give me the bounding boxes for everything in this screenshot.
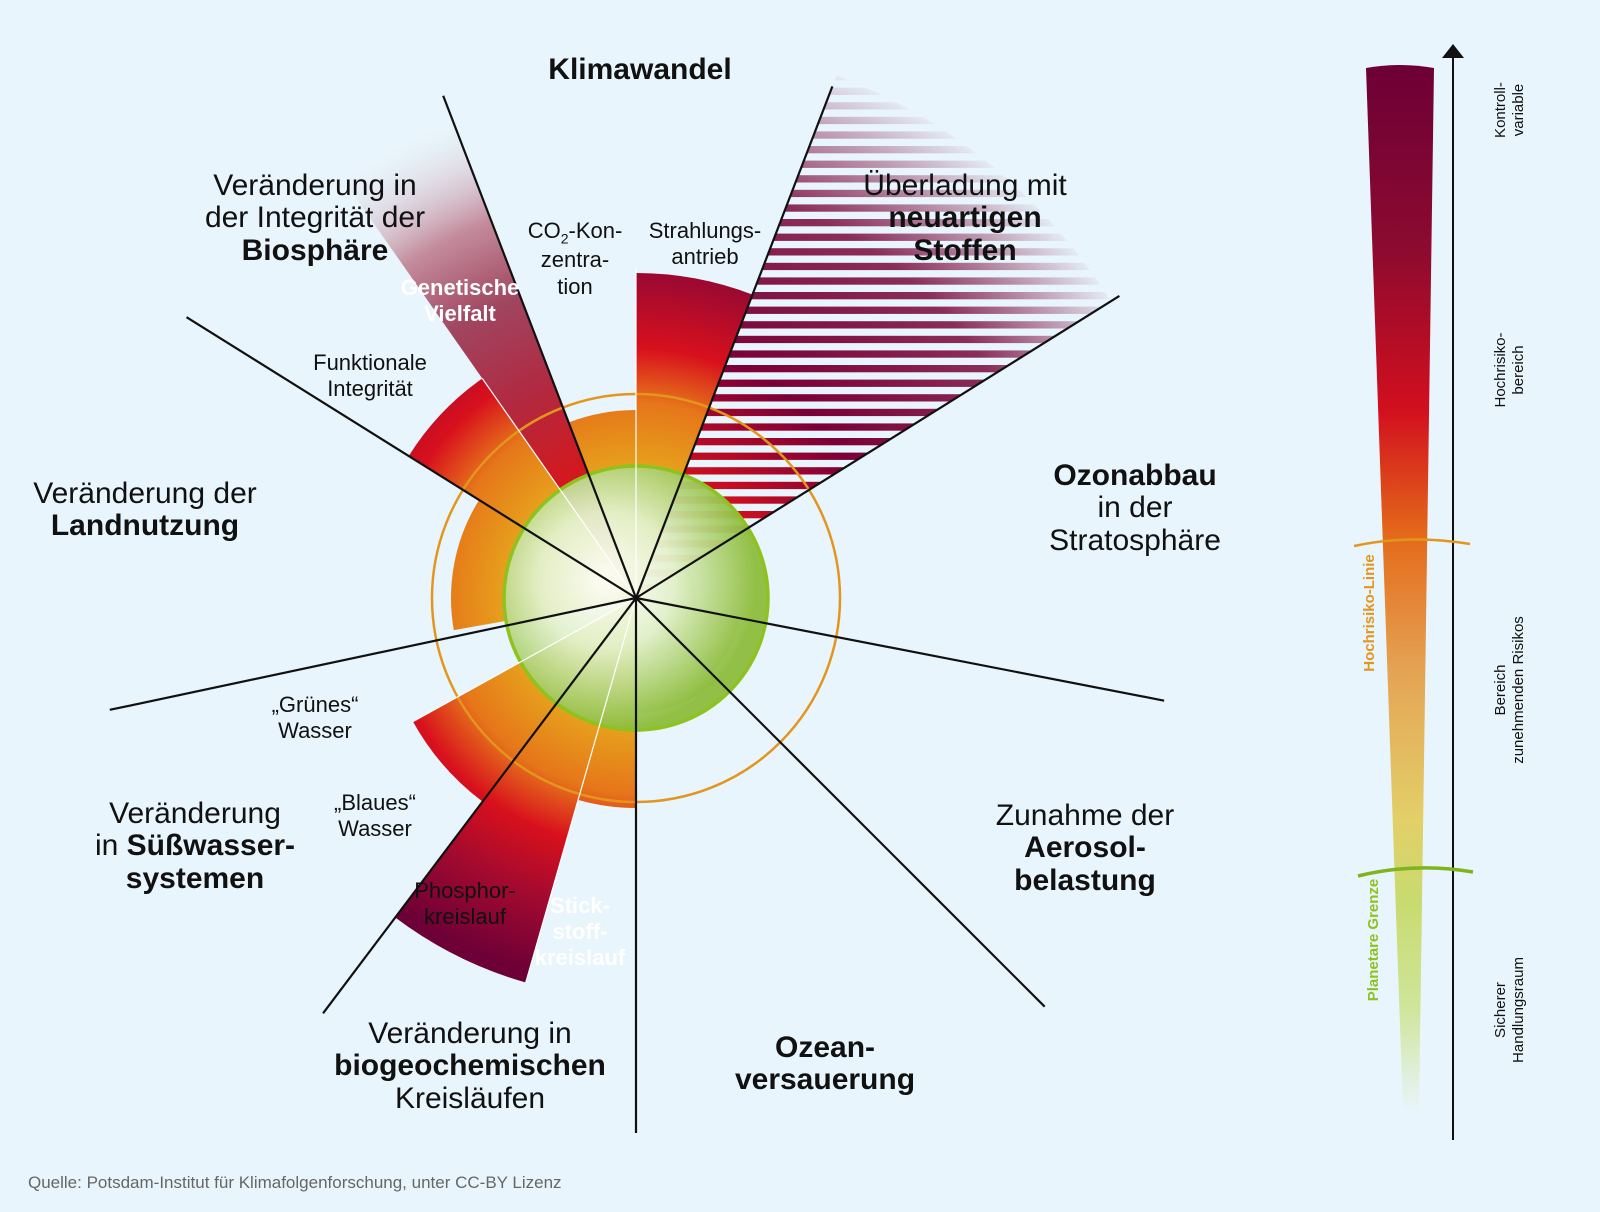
- sector-divider-line: [442, 95, 638, 599]
- source-credit: Quelle: Potsdam-Institut für Klimafolgen…: [28, 1173, 562, 1192]
- label-neuartige-stoffe: Überladung mit neuartigen Stoffen: [863, 169, 1067, 267]
- legend-label-planetare-grenze: Planetare Grenze: [1365, 878, 1382, 1002]
- sector-divider-line: [322, 597, 637, 1014]
- legend-label-sicherer-handlungsraum: Sicherer Handlungsraum: [1492, 957, 1527, 1063]
- label-ozeanversauerung: Ozean- versauerung: [734, 1031, 916, 1097]
- label-ozonabbau: Ozonabbau in der Stratosphäre: [1049, 459, 1221, 557]
- sublabel-genetische-vielfalt: Genetische Vielfalt: [400, 275, 520, 326]
- sector-divider-line: [635, 597, 1046, 1008]
- wedge-neuartige-stoffe: [636, 75, 1111, 599]
- sublabel-strahlungsantrieb: Strahlungs- antrieb: [648, 218, 762, 270]
- sublabel-co2-konzentration: CO2-Kon- zentra- tion: [527, 218, 623, 299]
- legend-color-bar: [1366, 65, 1434, 1112]
- legend-label-zunehmendes-risiko: Bereich zunehmenden Risikos: [1492, 616, 1527, 764]
- wedge-genetische-vielfalt: [332, 103, 636, 598]
- sublabel-gruenes-wasser: „Grünes“ Wasser: [271, 692, 359, 744]
- label-suesswasser: Veränderung in Süßwasser- systemen: [94, 797, 296, 895]
- sublabel-funktionale-integritaet: Funktionale Integrität: [313, 350, 427, 402]
- label-landnutzung: Veränderung der Landnutzung: [33, 477, 257, 543]
- sub-divider-line: [412, 597, 637, 723]
- sector-lines: [109, 86, 1165, 1133]
- label-biosphaere: Veränderung in der Integrität der Biosph…: [204, 169, 426, 267]
- label-aerosol: Zunahme der Aerosol- belastung: [995, 799, 1175, 897]
- sub-divider-line: [525, 597, 637, 983]
- sector-divider-line: [635, 295, 1120, 599]
- sector-divider-line: [185, 316, 637, 599]
- legend-scale: [1353, 44, 1474, 1140]
- legend-label-hochrisikobereich: Hochrisiko- bereich: [1492, 332, 1527, 408]
- label-biogeochemisch: Veränderung in biogeochemischen Kreisläu…: [334, 1017, 606, 1115]
- sub-divider-line: [481, 378, 637, 599]
- sublabel-blaues-wasser: „Blaues“ Wasser: [334, 790, 416, 842]
- legend-high-risk-line: [1353, 538, 1471, 548]
- legend-axis-arrow-icon: [1442, 44, 1464, 58]
- legend-label-kontrollvariable: Kontroll- variable: [1492, 82, 1527, 138]
- legend-boundary-line: [1357, 866, 1474, 878]
- sector-divider-line: [109, 596, 637, 711]
- sublabel-phosphorkreislauf: Phosphor- kreislauf: [414, 878, 516, 930]
- sector-divider-line: [634, 86, 834, 599]
- label-klimawandel: Klimawandel: [548, 53, 732, 86]
- sublabel-stickstoffkreislauf: Stick- stoff- kreislauf: [534, 893, 626, 970]
- legend-label-hochrisiko-linie: Hochrisiko-Linie: [1361, 554, 1378, 672]
- sector-divider-line: [635, 596, 1165, 702]
